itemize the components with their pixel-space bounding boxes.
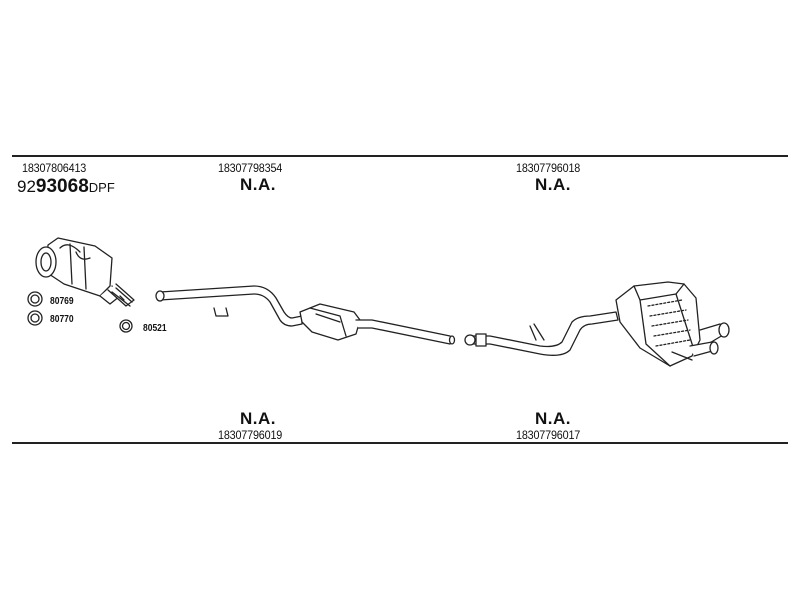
clamp-icon-1 — [27, 291, 43, 307]
part-number-dpf: 18307806413 — [22, 161, 87, 175]
bottom-divider — [12, 442, 788, 444]
part-number-middle-silencer: 18307796019 — [218, 428, 283, 442]
clamp-label-1: 80769 — [50, 296, 74, 307]
part-number-front-pipe: 18307798354 — [218, 161, 283, 175]
dpf-code-main: 93068 — [35, 176, 89, 197]
rear-pipe-section — [464, 281, 730, 367]
clamp-label-2: 80770 — [50, 314, 74, 325]
rear-silencer-status: N.A. — [535, 409, 571, 428]
dpf-unit — [35, 237, 135, 307]
dpf-code: 9293068DPF — [17, 177, 115, 196]
clamp-icon-2 — [27, 310, 43, 326]
part-number-rear-pipe: 18307796018 — [516, 161, 581, 175]
middle-silencer-status: N.A. — [240, 409, 276, 428]
middle-pipe-section — [155, 285, 456, 345]
part-number-rear-silencer: 18307796017 — [516, 428, 581, 442]
front-pipe-status: N.A. — [240, 175, 276, 194]
dpf-code-prefix: 92 — [17, 177, 36, 196]
rear-pipe-status: N.A. — [535, 175, 571, 194]
clamp-icon-3 — [119, 319, 133, 333]
dpf-code-suffix: DPF — [88, 180, 115, 195]
clamp-label-3: 80521 — [143, 323, 167, 334]
top-divider — [12, 155, 788, 157]
